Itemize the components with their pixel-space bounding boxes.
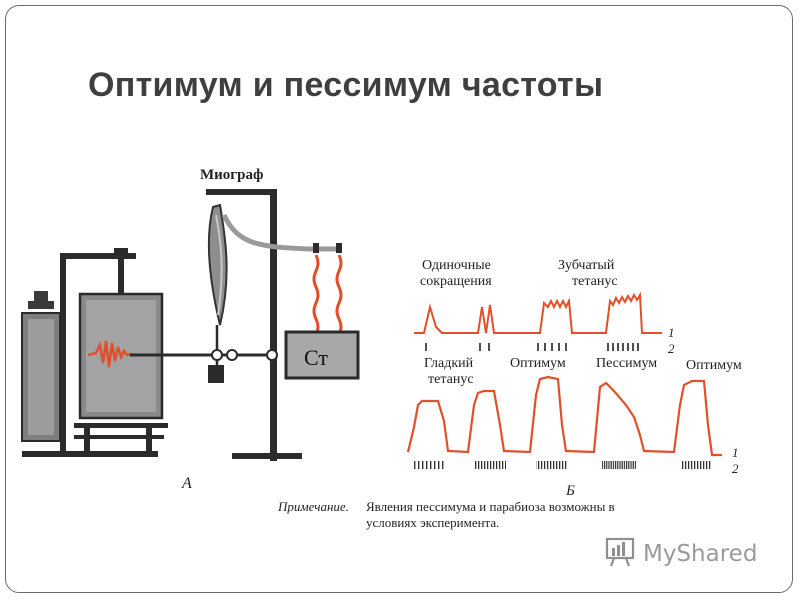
label-dentate-1: Зубчатый [558,258,615,273]
panel-b-letter: Б [565,483,575,499]
note-line-2: условиях эксперимента. [366,515,499,530]
bottom-stimulus-marks [412,461,712,469]
top-trace [414,291,662,334]
textbook-figure: Миограф Ст А Одиночные сокращения Зубчат… [10,155,790,540]
note-label: Примечание. [277,499,349,514]
label-smooth-2: тетанус [428,372,474,387]
label-optimum-1: Оптимум [510,356,566,371]
myograph [130,189,340,461]
drum-trace [87,340,133,368]
stimulator-label: Ст [304,345,328,370]
myograph-label: Миограф [200,167,263,183]
label-dentate-2: тетанус [572,274,618,289]
label-smooth-1: Гладкий [424,356,474,371]
label-single-1: Одиночные [422,258,491,273]
bottom-trace-number-2: 2 [732,461,739,476]
label-optimum-2: Оптимум [686,358,742,373]
stimulator [284,243,360,380]
label-pessimum: Пессимум [596,356,657,371]
panel-a-letter: А [181,475,192,492]
label-single-2: сокращения [420,274,492,289]
top-trace-number-2: 2 [668,341,675,356]
bar-chart-icon [605,536,637,573]
bottom-trace-number-1: 1 [732,445,739,460]
top-stimulus-marks [425,343,639,351]
slide-title: Оптимум и пессимум частоты [88,66,604,104]
top-trace-number-1: 1 [668,325,675,340]
watermark-text: MyShared [643,541,758,567]
bottom-trace [406,375,722,457]
note-line-1: Явления пессимума и парабиоза возможны в [366,499,615,514]
watermark: MyShared [605,536,757,572]
kymograph-apparatus [21,248,168,457]
